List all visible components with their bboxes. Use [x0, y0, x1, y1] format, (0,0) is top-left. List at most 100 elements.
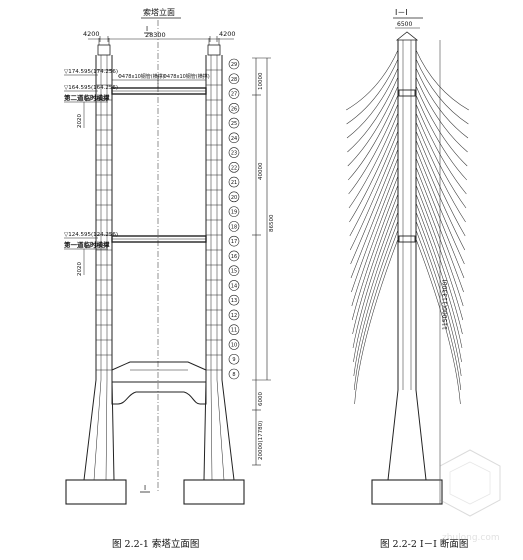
- cable-number-label: 22: [231, 165, 237, 171]
- stay-cable-right: [415, 175, 464, 307]
- level-marks: ▽174.595(174.256) ▽164.595(164.256) ▽124…: [64, 69, 118, 239]
- stay-cable-left: [351, 166, 399, 293]
- stay-cable-right: [415, 67, 469, 139]
- side-section: I－I 6500 115000(113300): [346, 8, 469, 505]
- stay-cable-right: [415, 238, 461, 405]
- front-title: 索塔立面: [143, 7, 175, 17]
- stay-cable-right: [415, 121, 466, 223]
- stay-cable-right: [415, 58, 469, 125]
- cable-number-label: 21: [231, 180, 237, 186]
- crossbeam: [111, 361, 207, 405]
- cable-number-circle: [228, 250, 240, 262]
- brace1-label: 第一道临时横撑: [64, 240, 110, 249]
- stay-cable-right: [415, 94, 468, 181]
- level-lower: ▽124.595(124.256): [64, 232, 118, 238]
- watermark-logo: zhulong.com: [439, 449, 501, 543]
- cable-number-label: 18: [231, 224, 237, 230]
- stay-cable-left: [346, 58, 399, 125]
- stay-cable-right: [415, 229, 462, 391]
- right-tower: [183, 38, 245, 505]
- stay-cable-left: [347, 85, 399, 167]
- stay-cable-right: [415, 76, 468, 153]
- cable-number-circle: [228, 280, 240, 291]
- stay-cable-right: [415, 202, 463, 349]
- lower-brace: [111, 235, 207, 243]
- stay-cable-left: [351, 175, 399, 307]
- brace2-note-a: Φ478x10钢管(横撑): [118, 73, 165, 80]
- cable-number-circle: [228, 368, 240, 380]
- cable-number-circle: [228, 102, 240, 114]
- caption-right: 图 2.2-2 I－I 断面图: [380, 539, 469, 550]
- brace2-height: 2020: [77, 114, 83, 128]
- cable-number-circle: [228, 132, 240, 144]
- column-segments: [96, 69, 222, 371]
- level-upper: ▽174.595(174.256): [64, 69, 118, 75]
- stay-cable-left: [346, 67, 399, 139]
- dim-span: 28300: [145, 31, 166, 39]
- stay-cable-left: [350, 148, 399, 265]
- stay-cable-left: [349, 130, 399, 237]
- cable-fan: [346, 49, 469, 405]
- stay-cable-left: [351, 184, 399, 321]
- cable-number-circle: [228, 191, 240, 203]
- cable-number-label: 13: [231, 298, 237, 304]
- cable-number-circle: [228, 324, 240, 336]
- cable-number-circle: [228, 294, 240, 306]
- cable-number-label: 10: [231, 342, 237, 348]
- stay-cable-left: [348, 112, 399, 209]
- cable-number-circle: [228, 162, 240, 173]
- cable-number-circle: [228, 176, 240, 188]
- cable-number-circle: [228, 147, 240, 158]
- brace2-note-b: Φ478x10钢管(横撑): [163, 73, 210, 80]
- cable-number-circle: [228, 206, 240, 217]
- dim-d3: 86500: [269, 214, 275, 232]
- cable-number-label: 29: [231, 62, 237, 68]
- cable-number-circle: [228, 235, 240, 247]
- stay-cable-right: [415, 139, 466, 251]
- stay-cable-right: [415, 157, 465, 279]
- upper-brace: Φ478x10钢管(横撑) Φ478x10钢管(横撑): [111, 73, 210, 95]
- side-width-dim: 6500: [397, 21, 412, 28]
- stay-cable-left: [352, 193, 399, 335]
- cable-number-label: 23: [231, 151, 237, 157]
- cable-number-label: 9: [232, 357, 235, 363]
- cable-number-circle: [228, 339, 240, 350]
- section-mark-bottom: I: [144, 484, 146, 492]
- stay-cable-right: [415, 85, 468, 167]
- cable-number-label: 17: [231, 239, 237, 245]
- front-elevation: 索塔立面 4200 4200 28300 I: [64, 7, 275, 505]
- caption-left: 图 2.2-1 索塔立面图: [112, 539, 200, 550]
- stay-cable-right: [415, 148, 465, 265]
- cable-number-label: 26: [231, 106, 237, 112]
- cable-number-circle: [228, 88, 240, 99]
- right-dimension-chain: 10000 40000 86500 6000 20000(17780): [252, 57, 275, 466]
- cable-number-label: 12: [231, 313, 237, 319]
- cable-number-circle: [228, 221, 240, 232]
- stay-cable-right: [415, 184, 464, 321]
- cable-number-label: 16: [231, 254, 237, 260]
- stay-cable-left: [349, 121, 399, 223]
- cable-number-label: 20: [231, 195, 237, 201]
- stay-cable-right: [415, 49, 469, 111]
- cable-number-label: 19: [231, 210, 237, 216]
- side-title: I－I: [395, 8, 408, 17]
- stay-cable-left: [354, 238, 399, 405]
- cable-number-column: 2928272625242322212019181716151413121110…: [228, 58, 240, 380]
- stay-cable-left: [347, 76, 399, 153]
- stay-cable-left: [347, 94, 399, 181]
- stay-cable-right: [415, 211, 462, 363]
- dim-d5: 20000(17780): [258, 421, 264, 460]
- stay-cable-left: [353, 211, 399, 363]
- stay-cable-left: [346, 49, 399, 111]
- cable-number-circle: [228, 265, 240, 276]
- cable-number-circle: [228, 309, 240, 321]
- cable-number-label: 28: [231, 77, 237, 83]
- cable-number-label: 14: [231, 283, 237, 289]
- section-mark-top: I: [146, 25, 148, 33]
- brace2-label: 第二道临时横撑: [64, 93, 110, 102]
- brace1-height: 2020: [77, 262, 83, 276]
- stay-cable-left: [353, 220, 399, 377]
- dim-d4: 6000: [258, 392, 264, 406]
- stay-cable-left: [352, 202, 399, 349]
